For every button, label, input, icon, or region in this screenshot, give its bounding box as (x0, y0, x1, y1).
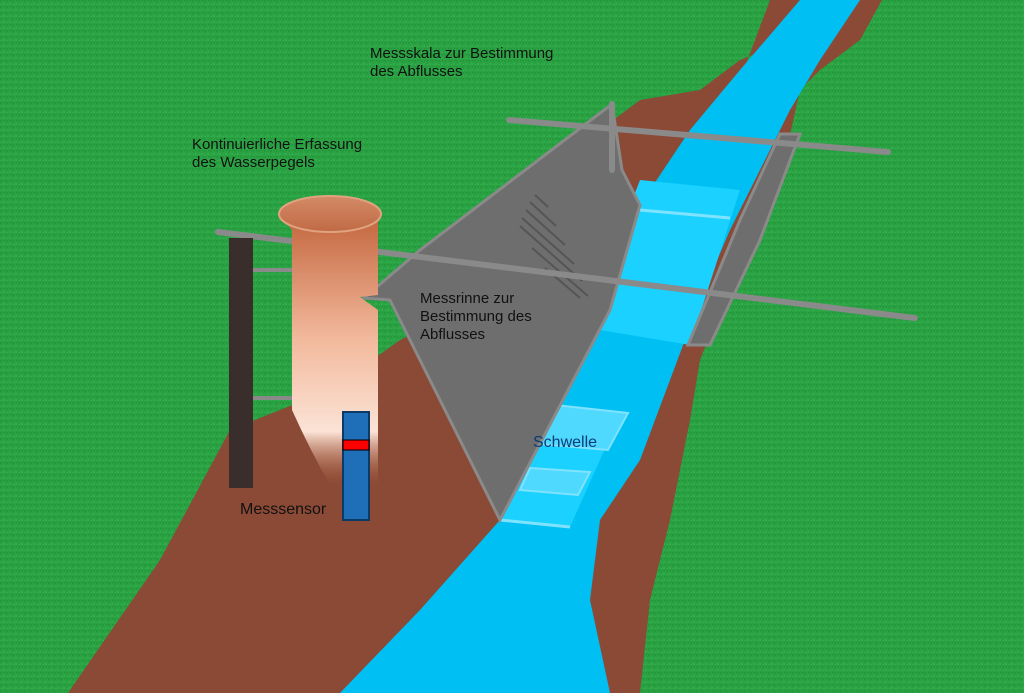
sensor-marker (342, 439, 370, 451)
right-riverbank (562, 0, 882, 693)
measuring-sensor (342, 411, 370, 521)
stilling-well-top (278, 195, 382, 233)
gauge-post (229, 238, 253, 488)
label-measuring-scale-line-2: des Abflusses (370, 63, 463, 80)
label-flume-line-3: Abflusses (420, 326, 486, 343)
flume-edge-line-1 (639, 208, 731, 220)
label-sensor: Messsensor (240, 501, 327, 518)
label-water-level-line-2: des Wasserpegels (192, 154, 315, 171)
river-water (340, 0, 860, 693)
post-brackets (253, 268, 292, 400)
flume-edge-line-2 (499, 518, 571, 529)
label-flume-line-1: Messrinne zur (420, 290, 515, 307)
label-water-level-line-1: Kontinuierliche Erfassung (192, 136, 363, 153)
label-water-level: Kontinuierliche Erfassung des Wasserpege… (192, 136, 362, 172)
label-flume: Messrinne zur Bestimmung des Abflusses (420, 290, 532, 344)
label-measuring-scale: Messskala zur Bestimmung des Abflusses (370, 45, 553, 81)
threshold-step-lower (518, 466, 592, 497)
label-threshold: Schwelle (533, 434, 598, 451)
label-flume-line-2: Bestimmung des (420, 308, 532, 325)
label-measuring-scale-line-1: Messskala zur Bestimmung (370, 45, 554, 62)
flume-left-wall (360, 101, 642, 524)
